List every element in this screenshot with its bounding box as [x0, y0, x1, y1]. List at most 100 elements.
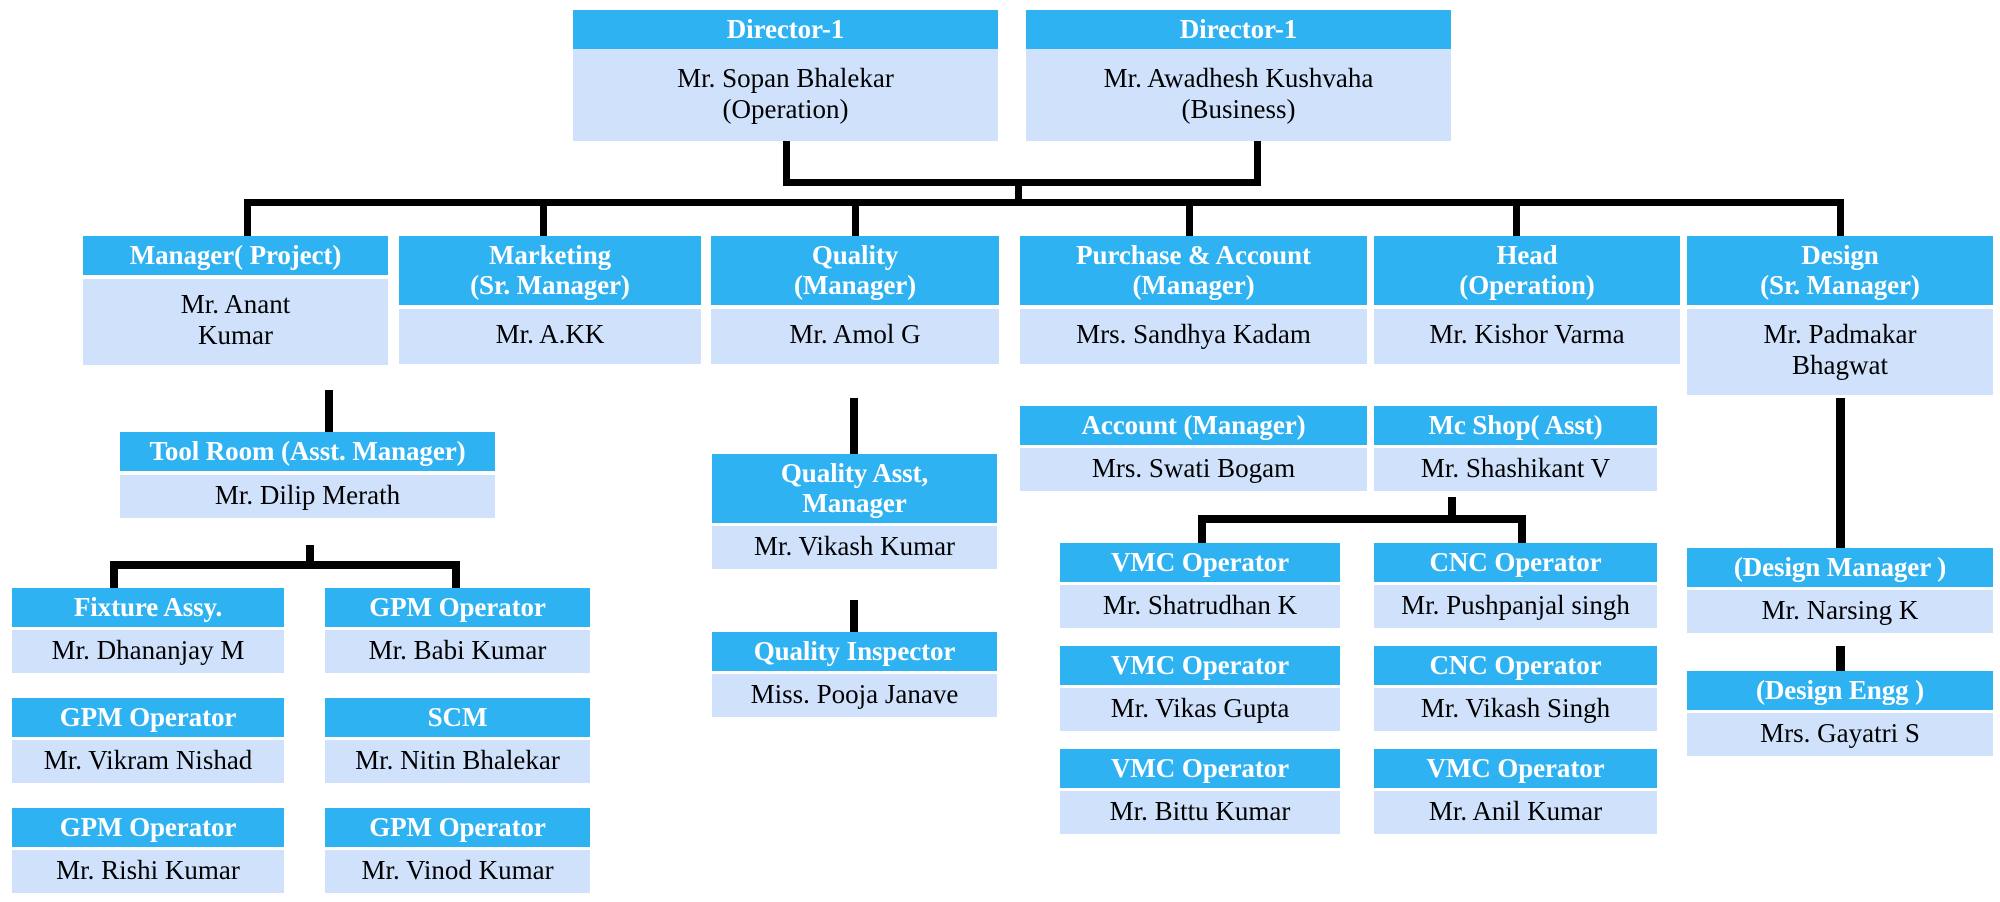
node-role: (Design Manager ) — [1687, 548, 1993, 588]
connector-director-2-down — [1254, 140, 1261, 185]
connector-manager-to-engg — [1836, 646, 1845, 671]
node-role: Quality (Manager) — [711, 236, 999, 306]
node-role: GPM Operator — [325, 588, 590, 628]
node-quality[interactable]: Quality (Manager) Mr. Amol G — [711, 236, 999, 365]
node-manager-project[interactable]: Manager( Project) Mr. Anant Kumar — [83, 236, 388, 365]
connector-design-to-manager — [1836, 398, 1845, 548]
connector-director-1-down — [783, 140, 790, 185]
node-name: Mr. Bittu Kumar — [1060, 791, 1340, 834]
node-role: CNC Operator — [1374, 646, 1657, 686]
connector-mcshop-left-drop — [1198, 515, 1206, 543]
node-design-engg[interactable]: (Design Engg ) Mrs. Gayatri S — [1687, 671, 1993, 756]
node-role: Marketing (Sr. Manager) — [399, 236, 701, 306]
node-gpm-operator-rishi[interactable]: GPM Operator Mr. Rishi Kumar — [12, 808, 284, 893]
node-role: VMC Operator — [1060, 543, 1340, 583]
node-quality-asst-manager[interactable]: Quality Asst, Manager Mr. Vikash Kumar — [712, 454, 997, 570]
connector-directors-join — [783, 179, 1261, 186]
node-role: (Design Engg ) — [1687, 671, 1993, 711]
node-role: VMC Operator — [1060, 749, 1340, 789]
node-name: Mrs. Gayatri S — [1687, 713, 1993, 756]
node-quality-inspector[interactable]: Quality Inspector Miss. Pooja Janave — [712, 632, 997, 717]
node-cnc-operator-pushpanjal[interactable]: CNC Operator Mr. Pushpanjal singh — [1374, 543, 1657, 628]
connector-dept-drop-head — [1513, 199, 1520, 236]
node-role: GPM Operator — [325, 808, 590, 848]
node-name: Mr. Vikas Gupta — [1060, 688, 1340, 731]
connector-mcshop-bar — [1198, 515, 1526, 523]
node-role: Account (Manager) — [1020, 406, 1367, 446]
node-role: Manager( Project) — [83, 236, 388, 276]
node-name: Mr. Vikash Kumar — [712, 526, 997, 570]
connector-asst-to-inspector — [850, 600, 858, 632]
node-gpm-operator-babi[interactable]: GPM Operator Mr. Babi Kumar — [325, 588, 590, 673]
node-marketing[interactable]: Marketing (Sr. Manager) Mr. A.KK — [399, 236, 701, 365]
node-name: Mr. Nitin Bhalekar — [325, 740, 590, 783]
node-vmc-operator-anil[interactable]: VMC Operator Mr. Anil Kumar — [1374, 749, 1657, 834]
node-name: Mrs. Swati Bogam — [1020, 448, 1367, 491]
connector-directors-drop — [1015, 179, 1022, 205]
node-role: GPM Operator — [12, 808, 284, 848]
node-scm[interactable]: SCM Mr. Nitin Bhalekar — [325, 698, 590, 783]
connector-dept-drop-project — [244, 199, 251, 236]
node-name: Mr. Vikram Nishad — [12, 740, 284, 783]
node-vmc-operator-bittu[interactable]: VMC Operator Mr. Bittu Kumar — [1060, 749, 1340, 834]
node-cnc-operator-vikash[interactable]: CNC Operator Mr. Vikash Singh — [1374, 646, 1657, 731]
node-name: Mr. Vikash Singh — [1374, 688, 1657, 731]
connector-mcshop-down — [1448, 497, 1456, 522]
node-name: Mr. Anil Kumar — [1374, 791, 1657, 834]
node-name: Mr. Awadhesh Kushvaha (Business) — [1026, 49, 1451, 141]
connector-project-to-toolroom — [325, 390, 333, 432]
node-director-operation[interactable]: Director-1 Mr. Sopan Bhalekar (Operation… — [573, 10, 998, 141]
connector-dept-drop-design — [1837, 199, 1844, 236]
node-name: Mr. Shashikant V — [1374, 448, 1657, 491]
node-role: VMC Operator — [1060, 646, 1340, 686]
node-head-operation[interactable]: Head (Operation) Mr. Kishor Varma — [1374, 236, 1680, 365]
node-purchase-account[interactable]: Purchase & Account (Manager) Mrs. Sandhy… — [1020, 236, 1367, 365]
node-fixture-assy[interactable]: Fixture Assy. Mr. Dhananjay M — [12, 588, 284, 673]
node-gpm-operator-vinod[interactable]: GPM Operator Mr. Vinod Kumar — [325, 808, 590, 893]
connector-toolroom-right-drop — [452, 561, 460, 588]
node-name: Mr. Rishi Kumar — [12, 850, 284, 893]
node-name: Mr. Anant Kumar — [83, 279, 388, 365]
node-name: Mr. Dhananjay M — [12, 630, 284, 673]
node-design[interactable]: Design (Sr. Manager) Mr. Padmakar Bhagwa… — [1687, 236, 1993, 395]
connector-quality-to-asst — [850, 398, 858, 454]
node-role: CNC Operator — [1374, 543, 1657, 583]
node-design-manager[interactable]: (Design Manager ) Mr. Narsing K — [1687, 548, 1993, 633]
connector-toolroom-left-drop — [110, 561, 118, 588]
node-role: GPM Operator — [12, 698, 284, 738]
node-name: Mrs. Sandhya Kadam — [1020, 309, 1367, 365]
node-name: Mr. Pushpanjal singh — [1374, 585, 1657, 628]
node-role: Tool Room (Asst. Manager) — [120, 432, 495, 472]
connector-toolroom-bar — [110, 561, 460, 569]
node-name: Mr. A.KK — [399, 309, 701, 365]
node-director-business[interactable]: Director-1 Mr. Awadhesh Kushvaha (Busine… — [1026, 10, 1451, 141]
node-name: Mr. Shatrudhan K — [1060, 585, 1340, 628]
node-mc-shop[interactable]: Mc Shop( Asst) Mr. Shashikant V — [1374, 406, 1657, 491]
node-vmc-operator-shatrudhan[interactable]: VMC Operator Mr. Shatrudhan K — [1060, 543, 1340, 628]
node-role: Director-1 — [1026, 10, 1451, 50]
node-role: Director-1 — [573, 10, 998, 50]
node-role: SCM — [325, 698, 590, 738]
node-name: Mr. Padmakar Bhagwat — [1687, 309, 1993, 395]
node-tool-room[interactable]: Tool Room (Asst. Manager) Mr. Dilip Mera… — [120, 432, 495, 518]
connector-dept-drop-purchase — [1186, 199, 1193, 236]
connector-dept-drop-quality — [852, 199, 859, 236]
node-role: VMC Operator — [1374, 749, 1657, 789]
node-vmc-operator-vikas[interactable]: VMC Operator Mr. Vikas Gupta — [1060, 646, 1340, 731]
connector-dept-drop-marketing — [540, 199, 547, 236]
node-name: Mr. Amol G — [711, 309, 999, 365]
node-role: Design (Sr. Manager) — [1687, 236, 1993, 306]
node-account-manager[interactable]: Account (Manager) Mrs. Swati Bogam — [1020, 406, 1367, 491]
node-name: Mr. Dilip Merath — [120, 475, 495, 518]
node-role: Quality Asst, Manager — [712, 454, 997, 524]
node-name: Miss. Pooja Janave — [712, 674, 997, 717]
node-role: Mc Shop( Asst) — [1374, 406, 1657, 446]
node-role: Quality Inspector — [712, 632, 997, 672]
node-role: Fixture Assy. — [12, 588, 284, 628]
connector-mcshop-right-drop — [1518, 515, 1526, 543]
node-role: Head (Operation) — [1374, 236, 1680, 306]
connector-departments-bar — [244, 199, 1844, 206]
node-name: Mr. Babi Kumar — [325, 630, 590, 673]
node-gpm-operator-vikram[interactable]: GPM Operator Mr. Vikram Nishad — [12, 698, 284, 783]
